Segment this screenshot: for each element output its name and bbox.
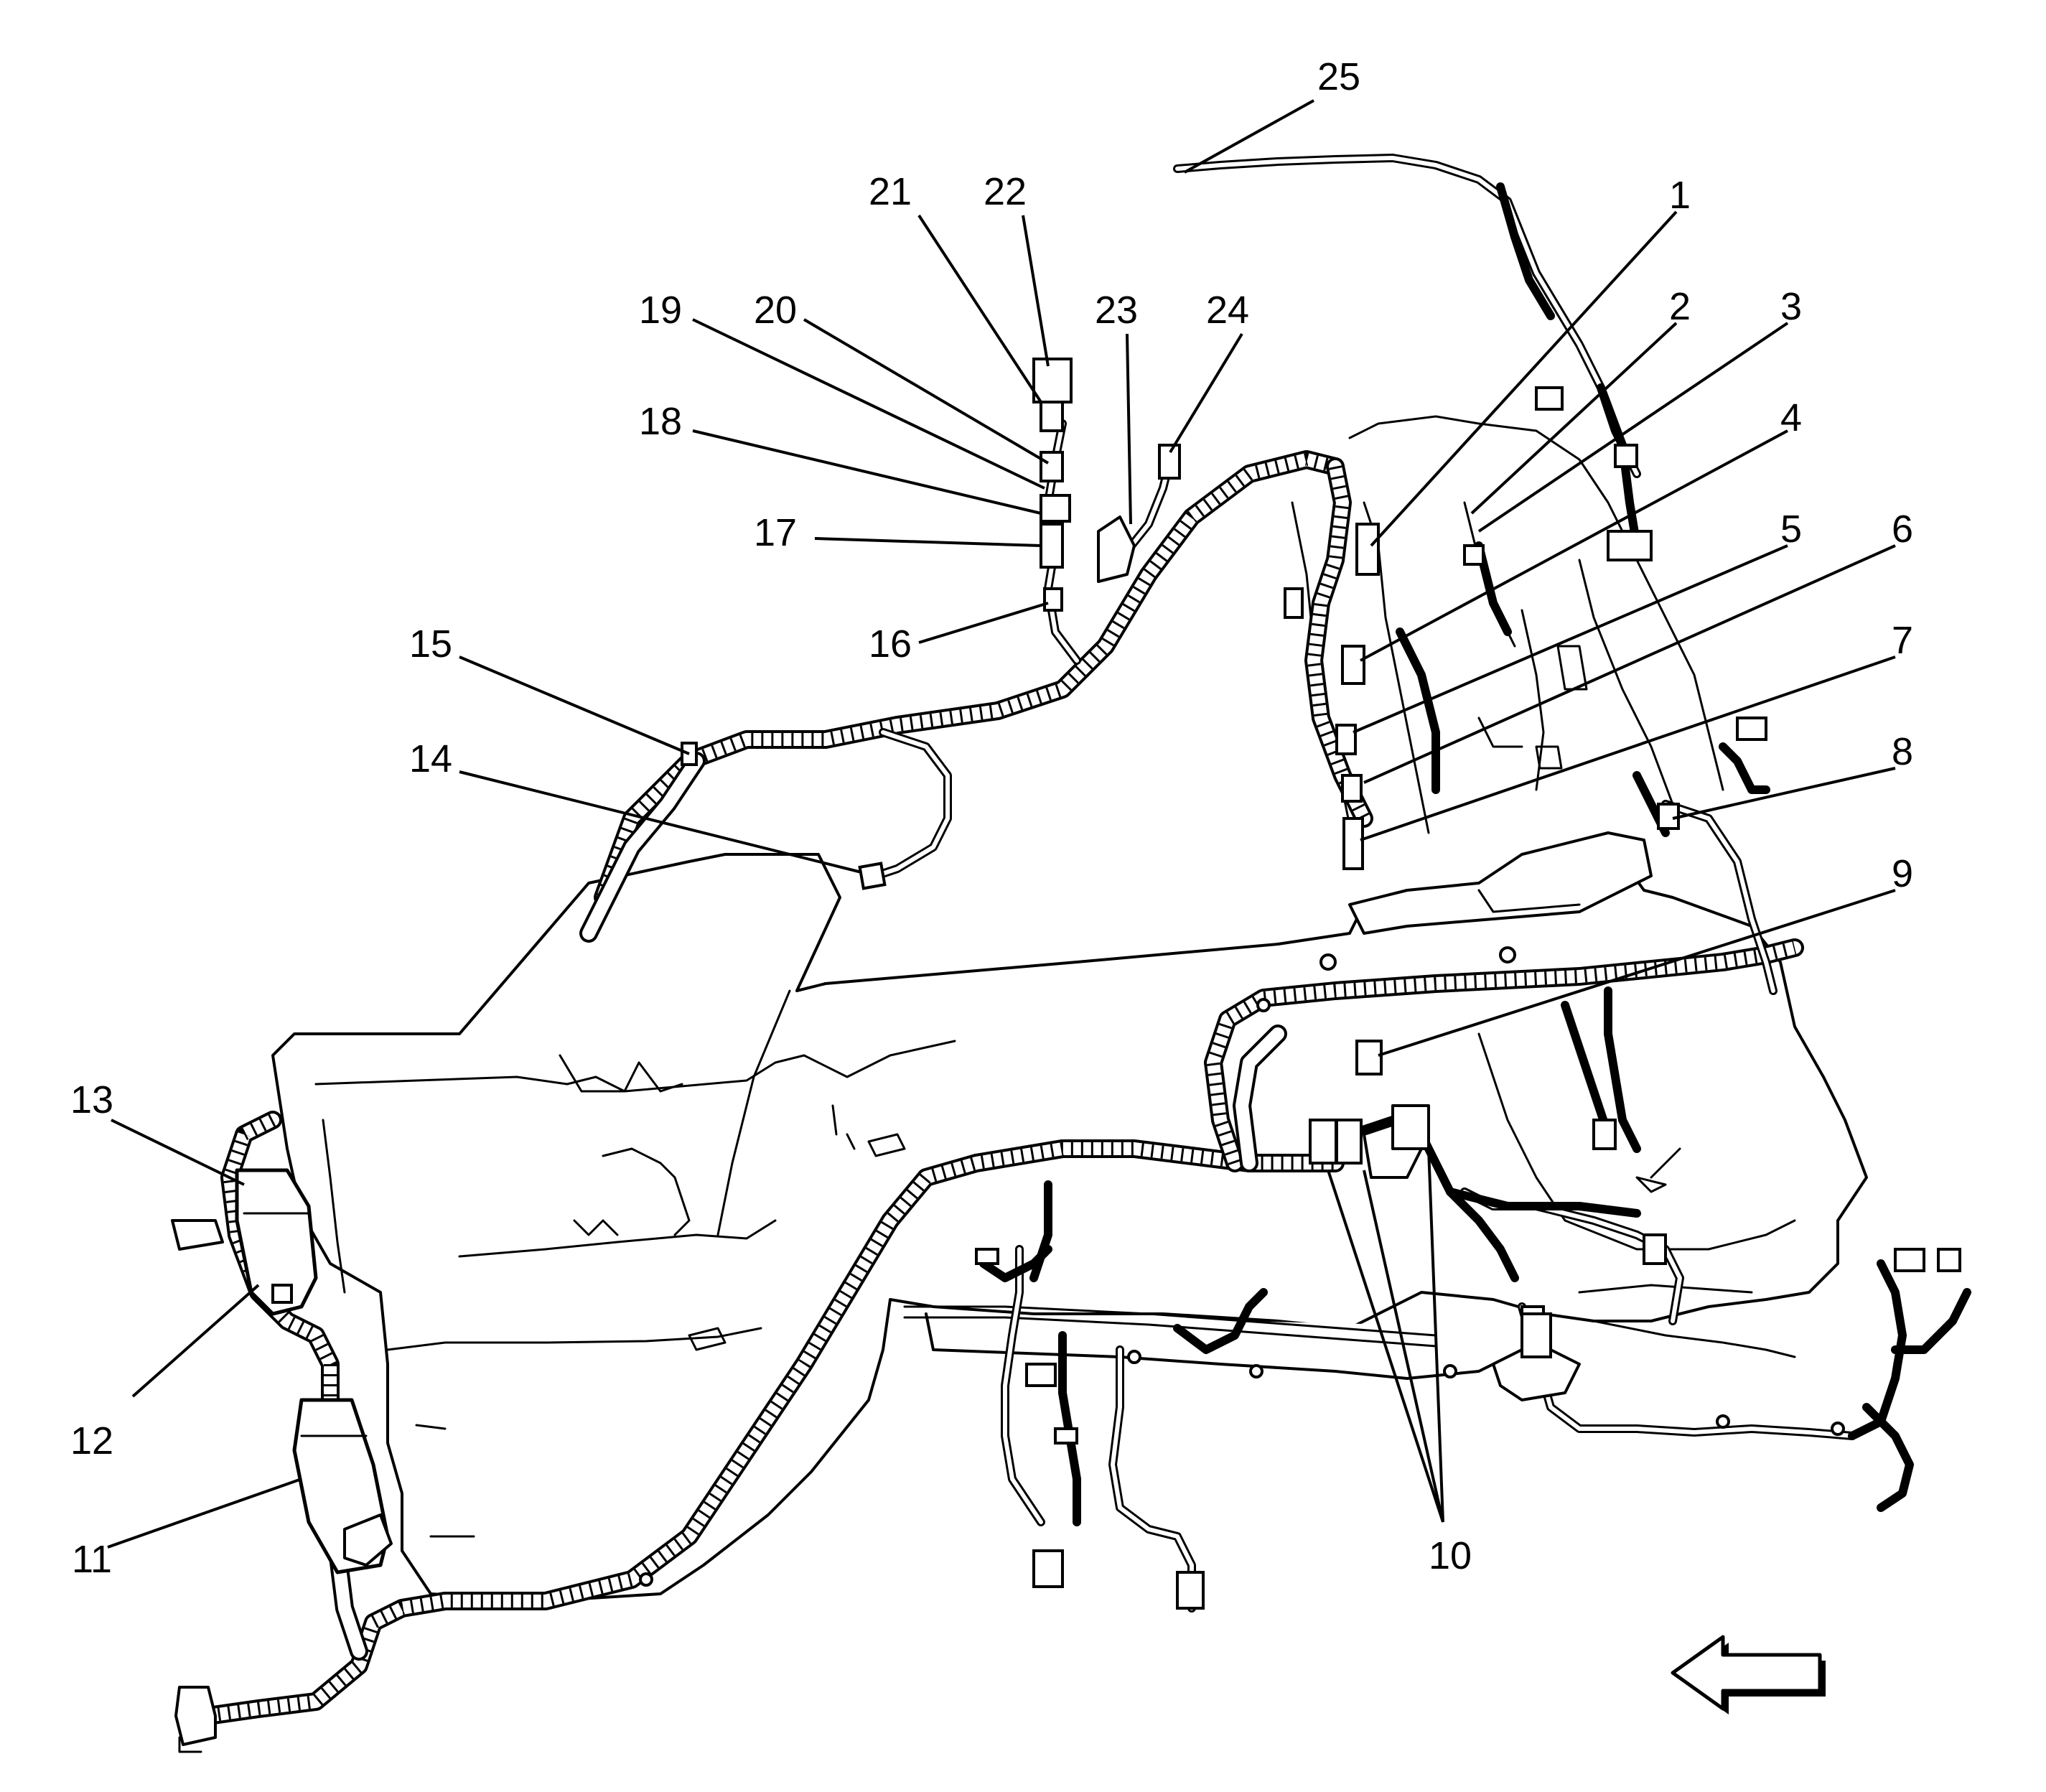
callout-3: 3 bbox=[1780, 285, 1802, 328]
callout-25: 25 bbox=[1317, 55, 1360, 98]
floor-pan-outline bbox=[271, 415, 1868, 1602]
modules bbox=[235, 1168, 393, 1574]
leader-lines bbox=[107, 99, 1896, 1549]
callout-5: 5 bbox=[1780, 508, 1802, 551]
callout-13: 13 bbox=[70, 1078, 113, 1121]
callout-21: 21 bbox=[869, 170, 912, 213]
callout-18: 18 bbox=[639, 400, 682, 443]
callout-12: 12 bbox=[70, 1419, 113, 1462]
callout-22: 22 bbox=[984, 170, 1027, 213]
callout-4: 4 bbox=[1780, 396, 1802, 439]
callout-17: 17 bbox=[754, 511, 797, 554]
callout-15: 15 bbox=[409, 622, 452, 666]
callout-labels: 1 2 3 4 5 6 7 8 9 10 11 12 13 14 15 16 1… bbox=[70, 55, 1913, 1581]
callout-10: 10 bbox=[1429, 1534, 1472, 1577]
callout-20: 20 bbox=[754, 289, 797, 332]
callout-9: 9 bbox=[1892, 852, 1913, 895]
callout-23: 23 bbox=[1095, 289, 1138, 332]
callout-8: 8 bbox=[1892, 730, 1913, 773]
callout-19: 19 bbox=[639, 289, 682, 332]
callout-24: 24 bbox=[1206, 289, 1249, 332]
connectors bbox=[171, 358, 1961, 1753]
left-arrow-icon bbox=[1671, 1635, 1826, 1714]
callout-14: 14 bbox=[409, 737, 452, 780]
callout-11: 11 bbox=[72, 1538, 112, 1581]
callout-2: 2 bbox=[1669, 285, 1691, 328]
callout-7: 7 bbox=[1892, 619, 1913, 662]
callout-1: 1 bbox=[1669, 174, 1691, 217]
callout-16: 16 bbox=[869, 622, 912, 666]
callout-6: 6 bbox=[1892, 508, 1913, 551]
